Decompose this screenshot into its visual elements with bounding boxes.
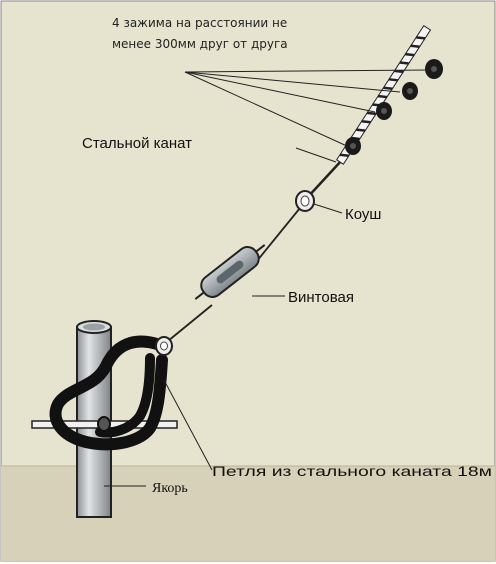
steel-rope-label: Стальной канат xyxy=(82,135,192,152)
rope-clamp-1 xyxy=(345,137,361,155)
clamp-note-line2: менее 300мм друг от друга xyxy=(112,37,288,51)
rope-loop-inner xyxy=(95,353,155,438)
thimble-pointer xyxy=(313,203,343,214)
thimble-label: Коуш xyxy=(345,206,381,223)
loop-clamp xyxy=(97,416,111,432)
clamp-note-line1: 4 зажима на расстоянии не xyxy=(112,16,287,30)
rope-clamp-4 xyxy=(425,59,443,79)
steel-rope-lower xyxy=(167,304,213,342)
steel-rope-pointer xyxy=(295,147,337,163)
rope-clamp-3 xyxy=(402,82,418,100)
turnbuckle-icon xyxy=(194,244,266,300)
loop-eye-icon xyxy=(155,336,173,356)
rope-loop xyxy=(49,335,168,451)
anchor-label: Якорь xyxy=(152,481,188,496)
steel-rope-upper xyxy=(305,159,343,200)
turnbuckle-label: Винтовая xyxy=(288,289,354,306)
loop-label: Петля из стального каната 18м xyxy=(212,463,492,479)
thimble-icon xyxy=(295,190,315,212)
ground xyxy=(1,466,495,561)
loop-pointer xyxy=(163,379,213,471)
clamp-pointer-lines xyxy=(184,69,429,148)
rope-clamp-2 xyxy=(376,102,392,120)
